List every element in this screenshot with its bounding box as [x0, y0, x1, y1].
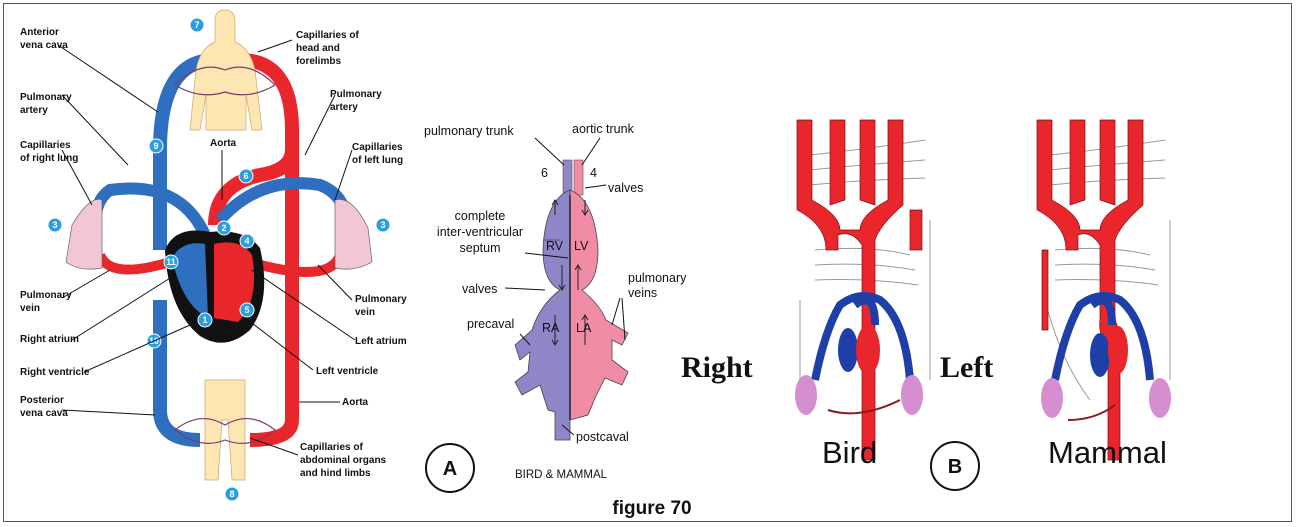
panel-a-circle: A [426, 444, 474, 492]
bird-diagram [795, 120, 930, 460]
label-rv: RV [546, 239, 564, 253]
marker-7-label: 7 [194, 20, 199, 30]
label-valves-mid: valves [462, 282, 497, 296]
label-num-6: 6 [541, 166, 548, 180]
label-lv: LV [574, 239, 589, 253]
label-left-ventricle: Left ventricle [316, 366, 379, 377]
lower-body-figure [205, 380, 245, 480]
circle-b-label: B [948, 456, 962, 478]
abdominal-capillary-bed [175, 419, 275, 444]
left-lung [335, 199, 372, 269]
marker-3-label: 3 [52, 220, 57, 230]
label-valves-top: valves [608, 181, 643, 195]
figure-caption: figure 70 [612, 498, 691, 519]
pulmonary-trunk-vessel [563, 160, 572, 195]
label-precaval: precaval [467, 317, 514, 331]
label-bird: Bird [822, 435, 877, 470]
marker-2-label: 2 [221, 223, 226, 233]
panel-mid-diagram [515, 160, 628, 440]
label-bird-mammal: BIRD & MAMMAL [515, 469, 608, 481]
marker-1-label: 1 [202, 315, 207, 325]
aortic-trunk-vessel [574, 160, 583, 195]
label-ra: RA [542, 321, 560, 335]
label-right-atrium: Right atrium [20, 334, 79, 345]
pulmonary-vein-left-vessel [100, 255, 170, 270]
right-lung [66, 199, 102, 269]
label-aorta-bottom: Aorta [342, 397, 369, 408]
label-left: Left [940, 351, 993, 384]
marker-9-label: 9 [153, 141, 158, 151]
mammal-diagram [1037, 120, 1171, 460]
label-num-4: 4 [590, 166, 597, 180]
right-side-heart [515, 190, 570, 440]
label-right-ventricle: Right ventricle [20, 367, 90, 378]
circle-a-label: A [443, 458, 457, 480]
label-mammal: Mammal [1048, 435, 1167, 470]
marker-5-label: 5 [244, 305, 249, 315]
marker-4-label: 4 [244, 236, 249, 246]
marker-11-label: 11 [166, 257, 176, 267]
left-side-heart [570, 190, 628, 420]
label-la: LA [576, 321, 592, 335]
marker-3-label: 3 [380, 220, 385, 230]
pulmonary-artery-left-vessel [95, 188, 205, 235]
panel-a-diagram [66, 10, 372, 480]
marker-6-label: 6 [243, 171, 248, 181]
label-pulmonary-trunk: pulmonary trunk [424, 124, 514, 138]
label-postcaval: postcaval [576, 430, 629, 444]
label-left-atrium: Left atrium [355, 336, 407, 347]
label-right: Right [681, 351, 753, 384]
marker-8-label: 8 [229, 489, 234, 499]
label-aorta-top: Aorta [210, 138, 237, 149]
label-aortic-trunk: aortic trunk [572, 122, 635, 136]
